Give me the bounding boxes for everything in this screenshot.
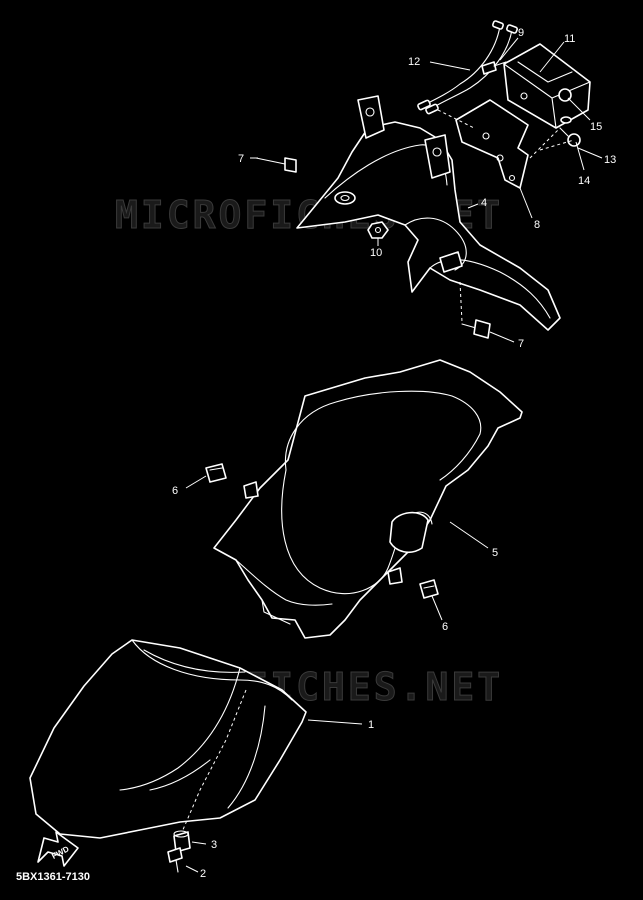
callout-3: 3 <box>211 839 217 851</box>
callout-6-right: 6 <box>442 621 448 633</box>
leader-lines <box>185 37 603 873</box>
part-collar-3 <box>173 830 191 853</box>
callout-4: 4 <box>481 197 487 209</box>
part-bolt-7-upper <box>255 157 297 173</box>
part-rear-fender-bracket <box>296 95 561 331</box>
fwd-direction-marker: FWD <box>37 831 79 867</box>
part-clip-6-left <box>205 463 227 483</box>
callout-2: 2 <box>200 868 206 880</box>
part-license-plate-bracket <box>455 99 529 189</box>
assembly-lines <box>181 109 575 833</box>
callout-5: 5 <box>492 547 498 559</box>
part-clip-6-right <box>419 579 439 599</box>
part-hardware-13-14-15 <box>559 116 581 147</box>
callouts: 1 2 3 4 5 6 6 7 7 8 9 10 11 12 13 14 15 <box>172 27 616 880</box>
part-rear-inner-cover <box>213 359 523 639</box>
callout-1: 1 <box>368 719 374 731</box>
callout-9: 9 <box>518 27 524 39</box>
cover-tab-right <box>387 567 403 585</box>
part-screw-9 <box>481 61 507 75</box>
callout-7-upper: 7 <box>238 153 244 165</box>
callout-11: 11 <box>564 33 575 45</box>
callout-14: 14 <box>578 175 590 187</box>
part-license-lamp <box>503 43 591 129</box>
part-lamp-lead-wire <box>417 20 518 115</box>
callout-12: 12 <box>408 56 420 68</box>
callout-13: 13 <box>604 154 616 166</box>
callout-10: 10 <box>370 247 382 259</box>
callout-6-left: 6 <box>172 485 178 497</box>
callout-8: 8 <box>534 219 540 231</box>
drawing-code: 5BX1361-7130 <box>16 871 90 883</box>
part-nut-10 <box>367 221 389 239</box>
callout-15: 15 <box>590 121 602 133</box>
cover-tab-left <box>243 481 259 499</box>
part-bolt-2 <box>167 847 183 873</box>
part-rear-fender <box>29 639 307 839</box>
callout-7-lower: 7 <box>518 338 524 350</box>
part-bolt-7-lower <box>461 319 491 339</box>
